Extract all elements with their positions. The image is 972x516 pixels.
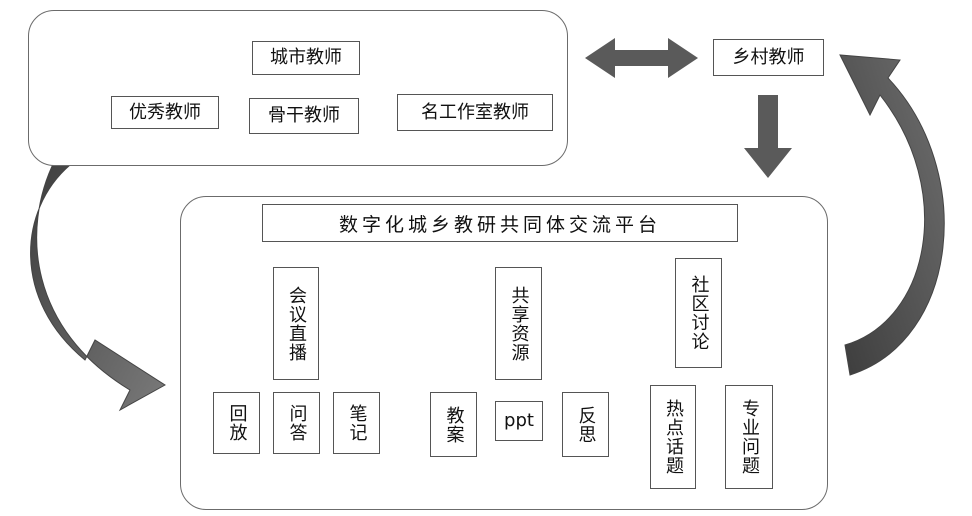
urban-child-studio: 名工作室教师 [397,94,553,131]
urban-teacher-root: 城市教师 [252,41,360,75]
curved-arrow-left [30,159,166,412]
item-ppt: ppt [495,401,543,441]
item-replay: 回放 [213,392,260,454]
item-notes: 笔记 [333,392,380,454]
rural-teacher: 乡村教师 [713,39,824,76]
urban-child-backbone: 骨干教师 [249,98,359,134]
item-qa: 问答 [273,392,320,454]
down-arrow [744,95,792,178]
module-live-meeting: 会议直播 [273,267,319,380]
module-community-discussion: 社区讨论 [675,258,722,368]
item-reflection: 反思 [562,392,609,457]
urban-teachers-panel [28,10,568,166]
item-professional-questions: 专业问题 [725,385,773,489]
curved-arrow-right [839,54,945,376]
item-hot-topics: 热点话题 [650,385,696,489]
module-shared-resources: 共享资源 [495,267,542,380]
item-lesson-plan: 教案 [430,392,477,457]
urban-child-excellent: 优秀教师 [111,96,219,129]
platform-title: 数字化城乡教研共同体交流平台 [262,204,738,242]
double-arrow [585,38,698,78]
